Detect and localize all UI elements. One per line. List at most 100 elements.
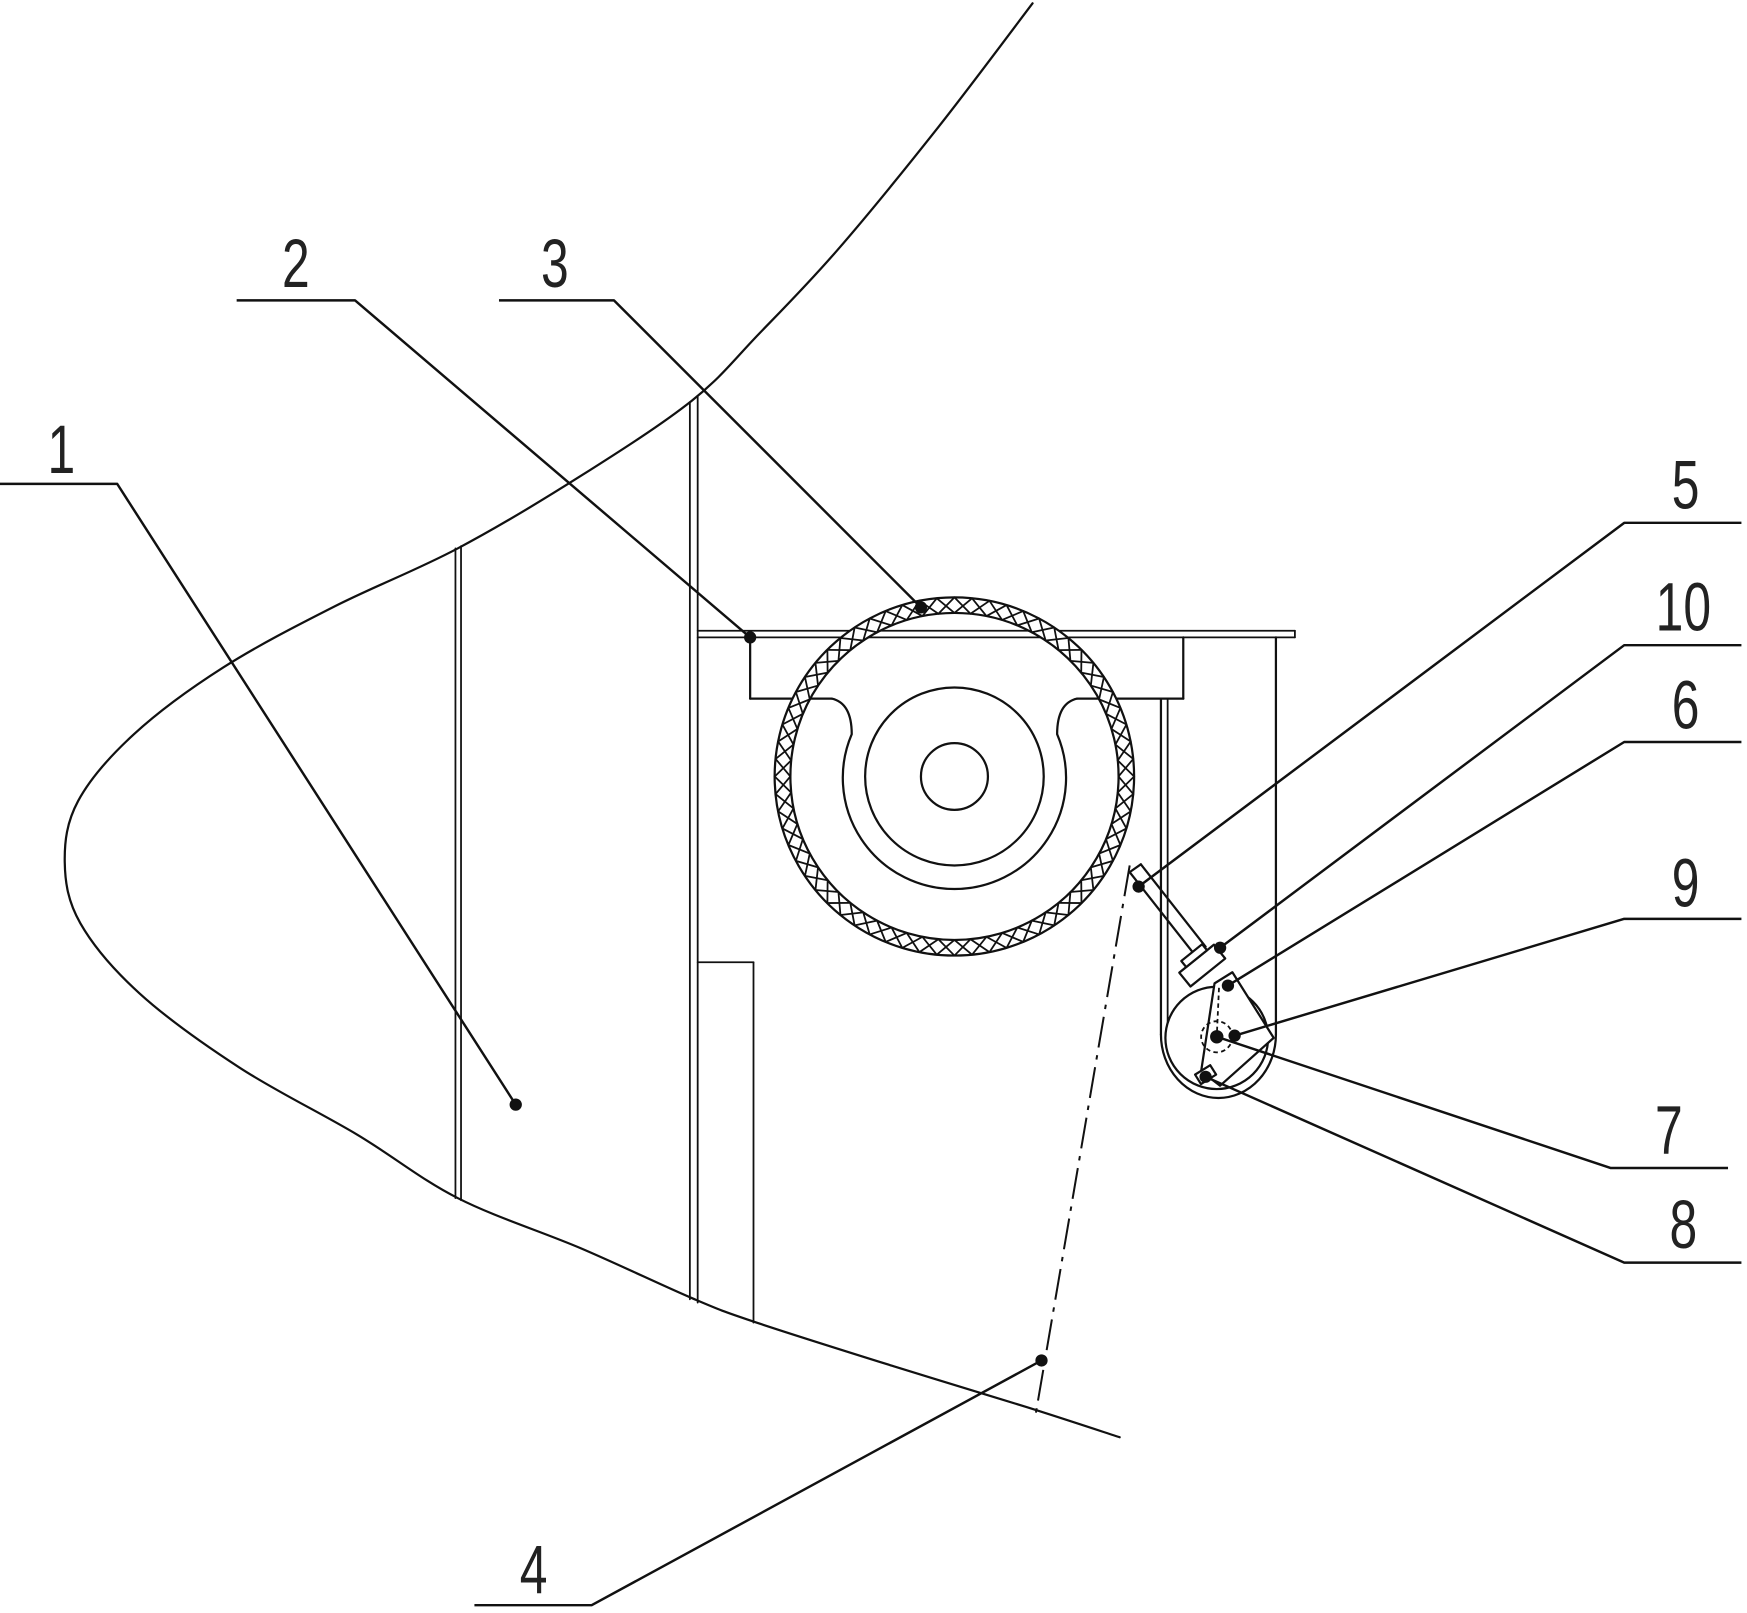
label-3: 3 — [541, 225, 569, 302]
leader-6 — [1227, 740, 1742, 987]
drum-hatch-line — [1117, 757, 1135, 778]
pulley-housing — [1159, 636, 1278, 1099]
drum-hatch-line — [777, 728, 799, 743]
frame-post — [696, 961, 755, 1324]
drum-hatch-line — [1098, 676, 1105, 701]
leader-3 — [498, 299, 922, 609]
drum-hatch-line — [1069, 889, 1095, 893]
drum-hatch-line — [1105, 827, 1128, 840]
drum-hatch-line — [853, 626, 878, 634]
leader-dot-8 — [1199, 1070, 1212, 1083]
mounting-plate — [696, 629, 1296, 639]
drum-hatch-line — [781, 807, 795, 830]
leader-dot-6 — [1221, 979, 1235, 992]
drum-hatch-line — [935, 597, 956, 614]
frame-rib-center — [688, 395, 699, 1304]
leader-2 — [236, 299, 751, 639]
drum-hatch-line — [988, 599, 1003, 621]
label-7: 7 — [1655, 1092, 1683, 1169]
leader-dot-9 — [1228, 1029, 1241, 1042]
drum-hatch-line — [1067, 637, 1072, 662]
drum-hatch-line — [1038, 617, 1047, 642]
leader-dot-7 — [1211, 1031, 1223, 1043]
drum-hatch-line — [921, 935, 938, 956]
drum-hatch-line — [1001, 932, 1025, 943]
drum-hatch-line — [971, 597, 988, 617]
drum-hatch-line — [814, 659, 840, 664]
label-2: 2 — [282, 225, 310, 302]
drum-hatch-line — [876, 919, 887, 943]
drum-hatch-line — [1044, 911, 1070, 916]
drum-hub-ring — [864, 686, 1045, 867]
leader-dot-10 — [1213, 941, 1227, 954]
drum-hatched-ring — [773, 596, 1136, 957]
drum-hatch-line — [1116, 775, 1136, 794]
drum-hatch-line — [937, 938, 956, 957]
drum-hatch-line — [901, 604, 924, 617]
drum-hatch-line — [1110, 707, 1122, 730]
drum-hatch-line — [1016, 926, 1041, 936]
drum-hatch-line — [774, 743, 795, 760]
drum-axle — [919, 741, 990, 811]
swing-plate — [1200, 971, 1275, 1087]
drum-hatch-line — [839, 637, 865, 642]
drum-hatch-line — [969, 938, 991, 954]
drum-hatch-line — [1030, 919, 1056, 927]
swing-plate-centerline — [1215, 987, 1220, 1037]
leader-4 — [474, 1359, 1043, 1607]
drum-hatch-line — [1110, 810, 1132, 825]
drum-hatching — [773, 596, 1136, 957]
drum-hatch-line — [787, 698, 811, 709]
label-8: 8 — [1670, 1186, 1698, 1263]
drum-hatch-line — [953, 939, 973, 956]
drum-hatch-line — [781, 712, 804, 726]
drum-hatch-line — [884, 610, 908, 621]
drum-hatch-line — [1116, 740, 1132, 762]
leader-5 — [1137, 521, 1742, 888]
drum-hatch-line — [868, 617, 893, 627]
drum-hatch-line — [774, 775, 792, 795]
leader-dot-1 — [509, 1098, 522, 1111]
drum-hatch-line — [1080, 875, 1105, 882]
drum-hatch-line — [1089, 860, 1114, 869]
drum-hatch-line — [985, 935, 1008, 949]
leader-9 — [1234, 917, 1742, 1037]
drum-hatch-line — [804, 671, 829, 678]
leader-8 — [1205, 1075, 1742, 1264]
leader-1 — [0, 482, 517, 1106]
drum-hatch-line — [795, 838, 804, 862]
belt-line — [1034, 865, 1131, 1413]
drum-hatch-line — [905, 932, 921, 954]
leader-dot-3 — [914, 601, 928, 614]
bearing-box — [749, 636, 1185, 700]
drum-hatch-line — [1114, 793, 1135, 810]
drum-hatch-line — [849, 901, 856, 927]
leader-10 — [1219, 643, 1742, 949]
drum-hatch-line — [862, 911, 871, 936]
drum-hatch-line — [1005, 604, 1019, 627]
drum-hatch-line — [1098, 844, 1122, 855]
label-4: 4 — [520, 1531, 548, 1608]
drum-hatch-line — [1022, 610, 1033, 634]
label-9: 9 — [1672, 845, 1700, 922]
label-5: 5 — [1672, 446, 1700, 523]
drum-hatch-line — [1105, 691, 1114, 715]
leader-dot-2 — [744, 631, 757, 644]
label-10: 10 — [1656, 569, 1711, 646]
drum-hatch-line — [804, 852, 811, 877]
drum-hatch-line — [787, 823, 799, 846]
drum-hatch-line — [795, 684, 819, 693]
blade-outline-curve — [63, 2, 1121, 1439]
drum-hatch-line — [837, 891, 842, 916]
label-1: 1 — [48, 411, 76, 488]
leader-dot-4 — [1035, 1354, 1048, 1367]
frame-rib-left — [454, 545, 462, 1202]
drum-hatch-line — [814, 866, 819, 891]
leader-dot-5 — [1132, 880, 1145, 893]
leader-7 — [1216, 1035, 1729, 1170]
label-6: 6 — [1672, 667, 1700, 744]
drum-cradle — [830, 697, 1079, 891]
drum-hatch-line — [1053, 626, 1060, 651]
drum-hatch-line — [953, 596, 972, 615]
